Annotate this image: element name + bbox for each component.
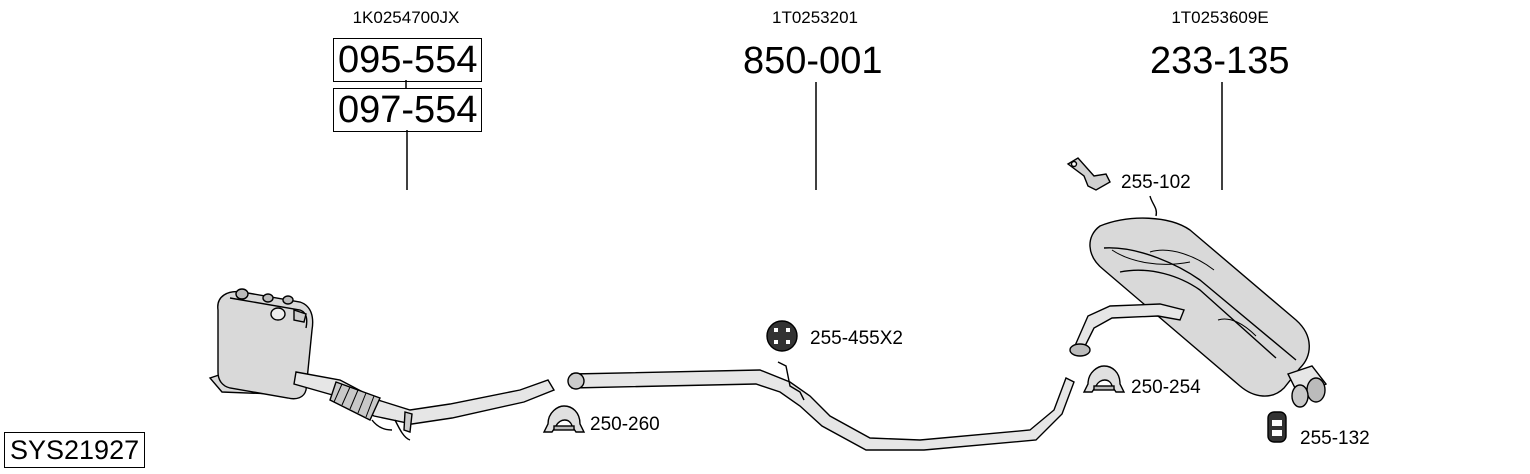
- accessory-label-255-132[interactable]: 255-132: [1300, 428, 1370, 449]
- accessory-label-255-455x2[interactable]: 255-455X2: [810, 328, 903, 349]
- oe-number-rear-silencer: 1T0253609E: [1171, 8, 1269, 27]
- pipe-clamp-icon-2: [542, 405, 586, 433]
- rubber-mount-icon: [766, 320, 798, 352]
- accessory-label-250-254[interactable]: 250-254: [1131, 377, 1201, 398]
- pipe-clamp-icon: [1082, 365, 1126, 393]
- middle-pipe-icon: [567, 361, 1075, 451]
- rear-silencer-icon: [1069, 195, 1328, 408]
- accessory-label-250-260[interactable]: 250-260: [590, 414, 660, 435]
- front-pipe-icon: [293, 371, 556, 441]
- accessory-label-255-102[interactable]: 255-102: [1121, 172, 1191, 193]
- part-number-850-001[interactable]: 850-001: [743, 40, 883, 82]
- rubber-hanger-icon: [1267, 411, 1287, 443]
- oe-number-dpf: 1K0254700JX: [352, 8, 460, 27]
- system-code: SYS21927: [4, 432, 146, 468]
- dpf-catalyst-icon: [208, 288, 314, 400]
- part-number-233-135[interactable]: 233-135: [1150, 40, 1290, 82]
- oe-number-middle-pipe: 1T0253201: [771, 8, 859, 27]
- hanger-bracket-icon: [1066, 157, 1111, 191]
- part-number-095-554[interactable]: 095-554: [333, 38, 483, 82]
